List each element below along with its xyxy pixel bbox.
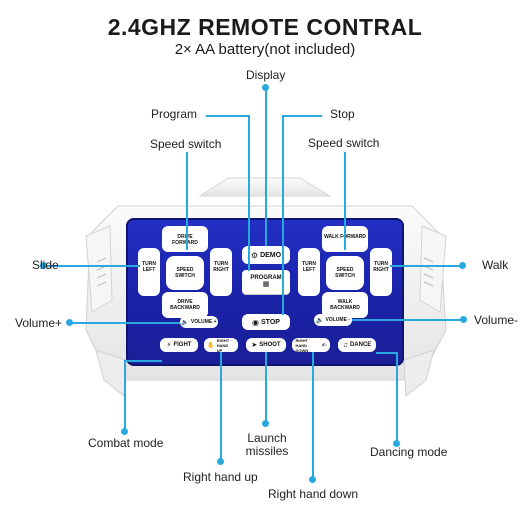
launch-callout-label-1: Launch [247,431,287,445]
stop-icon: ◉ [252,317,260,327]
right-hand-up-callout-dot [217,458,224,465]
shoot-button[interactable]: ➤ SHOOT [246,338,286,352]
speed-switch-right-label: SPEED SWITCH [335,267,355,279]
volume-plus-callout-dot [66,319,73,326]
program-icon: ▦ [262,281,270,288]
speed-switch-left-label: SPEED SWITCH [175,267,195,279]
speed-right-callout-line [344,152,346,250]
right-hand-up-callout-label: Right hand up [183,470,258,484]
right-hand-down-button[interactable]: RIGHT HAND DOWN ✍ [292,337,330,353]
volume-plus-callout-label: Volume+ [15,316,63,330]
slide-callout-label: Slide [32,258,59,272]
walk-turn-right-button[interactable] [370,248,392,296]
demo-icon: ⚙ [250,250,259,260]
speaker-icon: 🔈 [316,317,324,324]
slide-callout-line [44,265,140,267]
right-hand-down-callout-line [312,352,314,478]
drive-forward-button[interactable] [162,226,208,252]
missile-icon: ➤ [251,342,258,349]
fight-label: FIGHT [173,342,192,348]
stop-callout-line-h [282,115,322,117]
display-callout-dot [262,84,269,91]
drive-backward-label: DRIVE BACKWARD [170,299,200,311]
volume-minus-label: VOLUME - [325,317,350,323]
walk-callout-label: Walk [482,258,509,272]
hand-up-icon: ✋ [207,342,215,349]
battery-note: 2× AA battery(not included) [174,41,356,58]
program-callout-line-h [206,115,250,117]
combat-callout-dot [121,428,128,435]
turn-right-button[interactable] [210,248,232,296]
right-hand-down-callout-dot [309,476,316,483]
volume-minus-callout-dot [460,316,467,323]
demo-button[interactable]: ⚙ DEMO [242,246,290,264]
stop-callout-label: Stop [330,107,355,121]
walk-backward-button[interactable] [322,292,368,318]
program-label: PROGRAM [250,275,282,281]
walk-callout-dot [459,262,466,269]
volume-plus-callout-line [70,322,180,324]
speed-switch-left-button[interactable] [166,256,204,290]
volume-plus-button[interactable]: 🔈 VOLUME + [180,316,218,328]
hand-down-icon: ✍ [321,342,327,349]
volume-minus-callout-line [352,319,464,321]
right-hand-down-callout-label: Right hand down [268,487,359,501]
turn-left-label: TURN LEFT [142,261,156,273]
program-callout-line-v [248,115,250,271]
launch-callout-label-2: missiles [245,444,289,458]
walk-turn-left-button[interactable] [298,248,320,296]
display-label: Display [246,68,286,82]
stop-button[interactable]: ◉ STOP [242,314,290,330]
dancing-callout-label: Dancing mode [370,445,448,459]
launch-callout-line [265,352,267,422]
speaker-icon: 🔈 [181,319,189,326]
volume-minus-callout-label: Volume- [474,313,519,327]
dance-label: DANCE [349,342,372,348]
stop-label: STOP [261,318,280,326]
speed-left-callout-line [186,152,188,250]
volume-minus-button[interactable]: 🔈 VOLUME - [314,314,352,326]
right-hand-down-label: RIGHT HAND DOWN [295,337,309,353]
speed-switch-right-callout-label: Speed switch [308,136,380,150]
fight-icon: ⚡ [166,342,172,349]
turn-right-label: TURN RIGHT [213,261,229,273]
drive-backward-button[interactable] [162,292,208,318]
combat-callout-line-v [124,360,126,430]
walk-callout-line [390,265,462,267]
turn-left-button[interactable] [138,248,160,296]
right-hand-up-label: RIGHT HAND UP [216,337,230,353]
dance-button[interactable]: ♫ DANCE [338,338,376,352]
walk-turn-left-label: TURN LEFT [302,261,316,273]
walk-turn-right-label: TURN RIGHT [373,261,389,273]
fight-button[interactable]: ⚡ FIGHT [160,338,198,352]
speed-switch-left-callout-label: Speed switch [150,137,222,151]
stop-callout-line-v [282,115,284,315]
shoot-label: SHOOT [259,342,281,348]
combat-callout-line-h [124,360,162,362]
volume-plus-label: VOLUME + [190,319,217,325]
dancing-callout-line-v [396,352,398,442]
dancing-callout-line-h [376,352,398,354]
display-callout-line [265,86,267,246]
left-dpad: DRIVE FORWARD DRIVE BACKWARD TURN LEFT T… [138,226,232,320]
speed-switch-right-button[interactable] [326,256,364,290]
slide-callout-dot [40,262,47,269]
dance-icon: ♫ [342,341,348,349]
launch-callout-dot [262,420,269,427]
drive-forward-label: DRIVE FORWARD [172,234,198,246]
right-hand-up-callout-line [220,352,222,460]
demo-label: DEMO [260,251,282,259]
dancing-callout-dot [393,440,400,447]
walk-backward-label: WALK BACKWARD [330,299,360,311]
combat-callout-label: Combat mode [88,436,164,450]
program-callout-label: Program [151,107,198,121]
page-title: 2.4GHZ REMOTE CONTRAL [107,14,423,40]
right-hand-up-button[interactable]: ✋ RIGHT HAND UP [204,337,238,353]
